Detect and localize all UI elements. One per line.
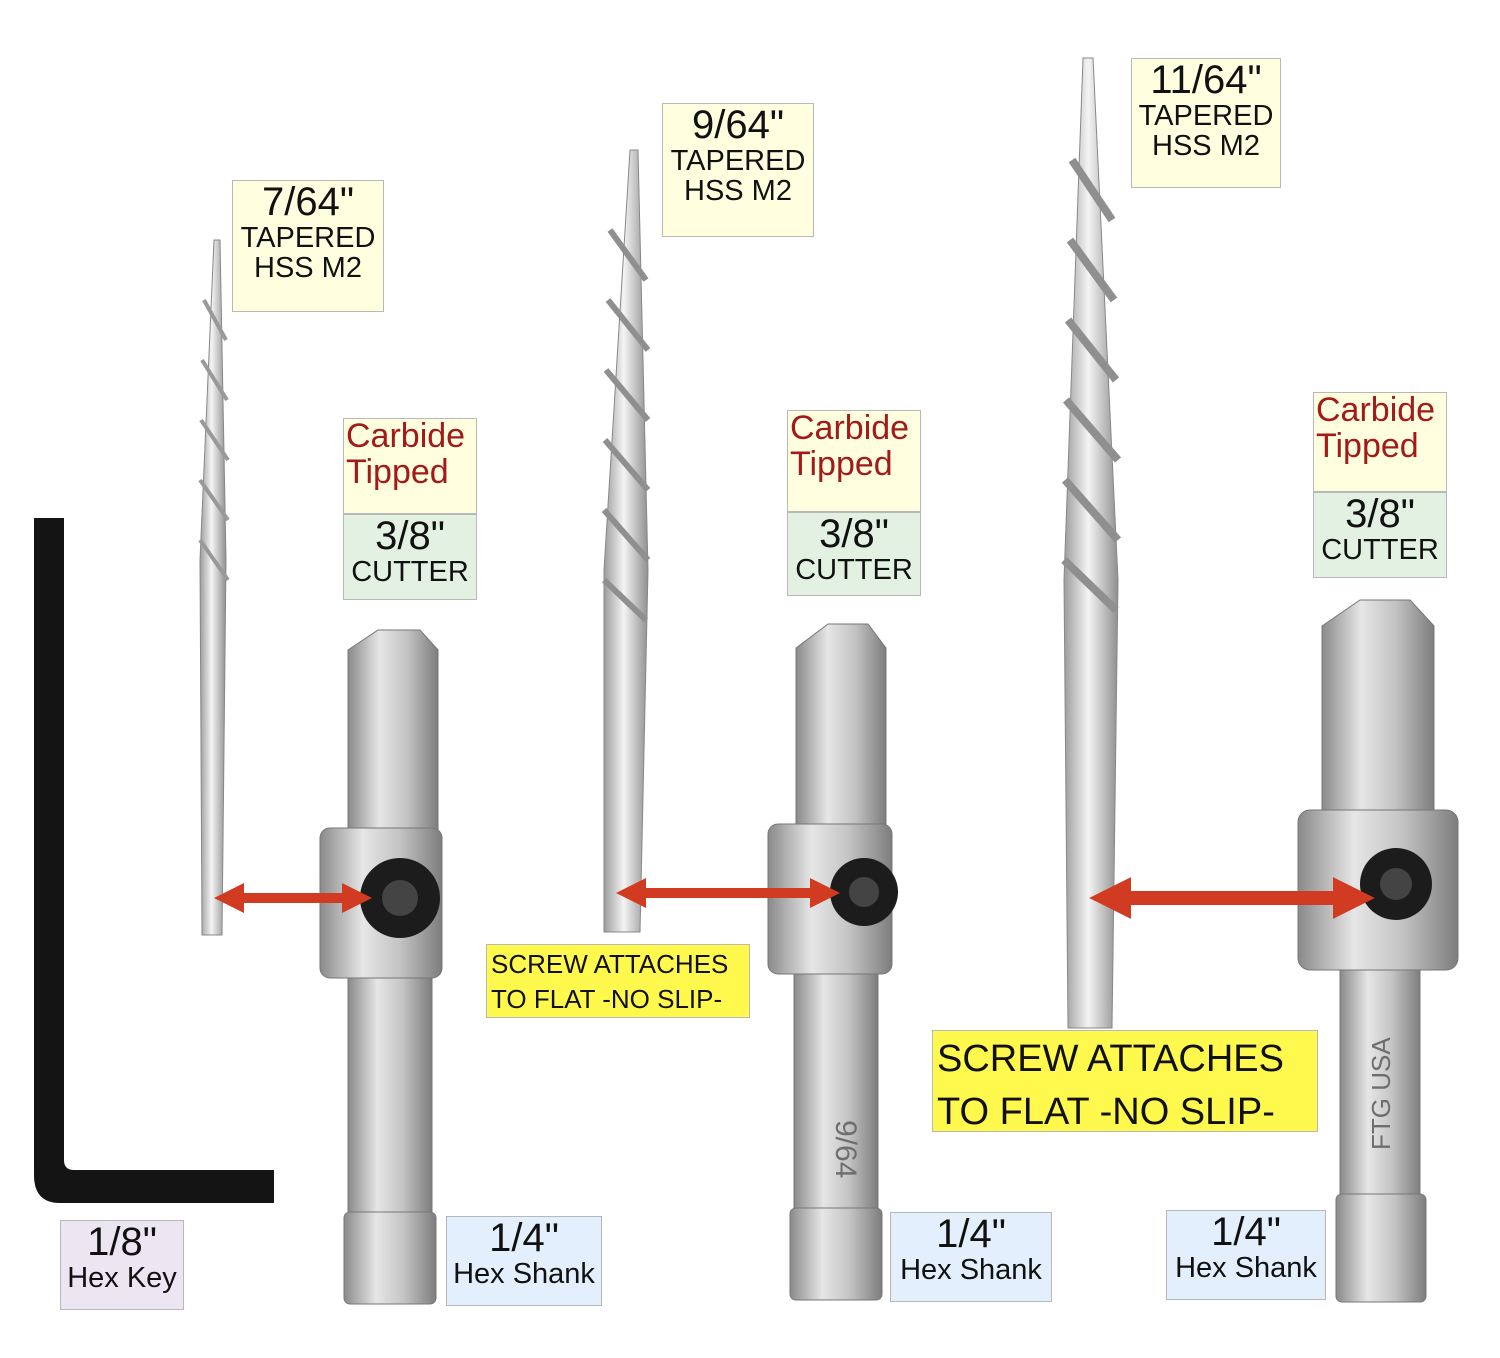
note-line2: TO FLAT -NO SLIP- [491,984,723,1015]
countersink-1 [319,629,443,1305]
shank-size: 1/4" [489,1216,559,1260]
carbide-label-3: Carbide Tipped [1313,392,1447,492]
shank-size: 1/4" [936,1212,1006,1256]
hex-key-label: 1/8" Hex Key [60,1220,184,1310]
bit-label-7-64: 7/64" TAPERED HSS M2 [232,180,384,312]
carbide-line2: Tipped [790,444,893,483]
shank-label-1: 1/4" Hex Shank [446,1216,602,1306]
bit-label-9-64: 9/64" TAPERED HSS M2 [662,103,814,237]
bit-label-11-64: 11/64" TAPERED HSS M2 [1131,58,1281,188]
hex-key-size: 1/8" [87,1220,157,1264]
bit-type: TAPERED [240,222,376,254]
cutter-text: CUTTER [795,554,913,586]
drill-bit-7-64 [198,239,230,936]
note-line1: SCREW ATTACHES [937,1038,1284,1080]
shank-label-2: 1/4" Hex Shank [890,1212,1052,1302]
cutter-text: CUTTER [1321,534,1439,566]
note-line1: SCREW ATTACHES [491,949,729,979]
carbide-line1: Carbide [346,417,466,455]
cutter-label-2: 3/8" CUTTER [787,512,921,596]
screw-note-large: SCREW ATTACHES TO FLAT -NO SLIP- [932,1030,1318,1133]
cutter-label-1: 3/8" CUTTER [343,514,477,600]
engraving-9-64: 9/64 [829,1120,862,1178]
bit-size: 9/64" [691,103,785,147]
bit-type: TAPERED [1138,100,1274,132]
drill-bit-9-64 [601,149,651,933]
carbide-label-1: Carbide Tipped [343,418,477,514]
shank-label-3: 1/4" Hex Shank [1166,1210,1326,1300]
note-line2: TO FLAT -NO SLIP- [937,1091,1275,1134]
carbide-label-2: Carbide Tipped [787,410,921,512]
bit-material: HSS M2 [684,175,792,208]
cutter-size: 3/8" [1345,492,1415,536]
cutter-text: CUTTER [351,556,469,588]
screw-note-small: SCREW ATTACHES TO FLAT -NO SLIP- [486,944,750,1018]
cutter-size: 3/8" [819,512,889,556]
drill-bit-11-64 [1061,57,1122,1029]
shank-text: Hex Shank [453,1258,595,1290]
carbide-line2: Tipped [1316,426,1419,465]
carbide-line1: Carbide [790,409,910,447]
engraving-ftg-usa: FTG USA [1366,1037,1396,1150]
carbide-line2: Tipped [346,452,449,491]
countersink-2: 9/64 [767,623,898,1301]
shank-size: 1/4" [1211,1210,1281,1254]
bit-material: HSS M2 [1152,130,1260,163]
cutter-label-3: 3/8" CUTTER [1313,492,1447,578]
bit-size: 7/64" [261,180,355,224]
shank-text: Hex Shank [900,1254,1042,1286]
cutter-size: 3/8" [375,514,445,558]
bit-material: HSS M2 [254,252,362,285]
hex-key [34,518,274,1203]
carbide-line1: Carbide [1316,391,1436,429]
shank-text: Hex Shank [1175,1252,1317,1284]
hex-key-text: Hex Key [67,1262,177,1294]
bit-type: TAPERED [670,145,806,177]
countersink-3: FTG USA [1297,599,1459,1303]
bit-size: 11/64" [1150,58,1262,102]
